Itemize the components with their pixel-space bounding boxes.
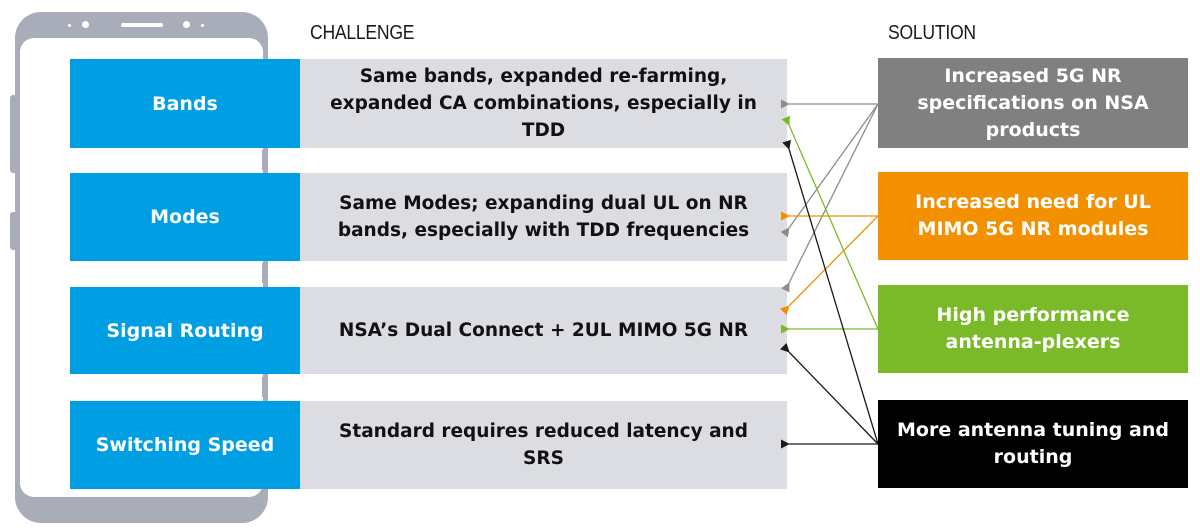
category-signal-routing: Signal Routing bbox=[70, 287, 300, 374]
category-label: Switching Speed bbox=[95, 434, 275, 456]
phone-sensor-dot bbox=[68, 24, 71, 27]
challenge-text: Same Modes; expanding dual UL on NR band… bbox=[337, 193, 750, 241]
category-bands: Bands bbox=[70, 59, 300, 148]
solution-text: Increased need for UL MIMO 5G NR modules bbox=[915, 191, 1151, 240]
phone-sensor-dot-right bbox=[201, 24, 204, 27]
category-label: Bands bbox=[152, 92, 218, 115]
phone-side-button-lower bbox=[10, 212, 16, 250]
solution-text: High performance antenna-plexers bbox=[936, 304, 1130, 353]
challenge-box-signal-routing: NSA’s Dual Connect + 2UL MIMO 5G NR bbox=[300, 287, 787, 374]
solution-box-ul-mimo: Increased need for UL MIMO 5G NR modules bbox=[878, 172, 1188, 260]
challenge-header: CHALLENGE bbox=[310, 22, 415, 44]
challenge-text: NSA’s Dual Connect + 2UL MIMO 5G NR bbox=[338, 320, 749, 341]
category-modes: Modes bbox=[70, 173, 300, 261]
phone-side-button-upper bbox=[10, 95, 16, 173]
solution-header: SOLUTION bbox=[888, 22, 976, 44]
challenge-box-bands: Same bands, expanded re-farming, expande… bbox=[300, 59, 787, 148]
phone-speaker-icon bbox=[121, 23, 163, 27]
challenge-box-modes: Same Modes; expanding dual UL on NR band… bbox=[300, 173, 787, 261]
solution-text: More antenna tuning and routing bbox=[897, 419, 1169, 468]
phone-edge-segment bbox=[262, 150, 266, 170]
arrow-solution-2-to-challenge-0 bbox=[781, 115, 879, 330]
challenge-box-switching-speed: Standard requires reduced latency and SR… bbox=[300, 401, 787, 489]
arrow-solution-1-to-challenge-2 bbox=[780, 215, 879, 316]
solution-box-antenna-plexers: High performance antenna-plexers bbox=[878, 285, 1188, 373]
phone-edge-segment bbox=[262, 263, 266, 283]
category-switching-speed: Switching Speed bbox=[70, 401, 300, 489]
arrow-solution-0-to-challenge-2 bbox=[781, 103, 879, 293]
category-label: Modes bbox=[150, 206, 220, 228]
category-label: Signal Routing bbox=[106, 319, 264, 342]
phone-edge-segment bbox=[262, 377, 266, 397]
phone-camera-icon-right bbox=[183, 21, 190, 28]
challenge-text: Same bands, expanded re-farming, expande… bbox=[330, 66, 757, 141]
solution-box-nsa-specs: Increased 5G NR specifications on NSA pr… bbox=[878, 58, 1188, 148]
solution-box-antenna-tuning: More antenna tuning and routing bbox=[878, 400, 1188, 488]
solution-text: Increased 5G NR specifications on NSA pr… bbox=[917, 64, 1149, 141]
arrow-solution-3-to-challenge-0 bbox=[782, 139, 879, 445]
challenge-text: Standard requires reduced latency and SR… bbox=[339, 421, 748, 469]
arrow-solution-0-to-challenge-1 bbox=[780, 103, 879, 238]
arrow-solution-3-to-challenge-2 bbox=[780, 342, 879, 445]
phone-camera-icon bbox=[82, 21, 89, 28]
